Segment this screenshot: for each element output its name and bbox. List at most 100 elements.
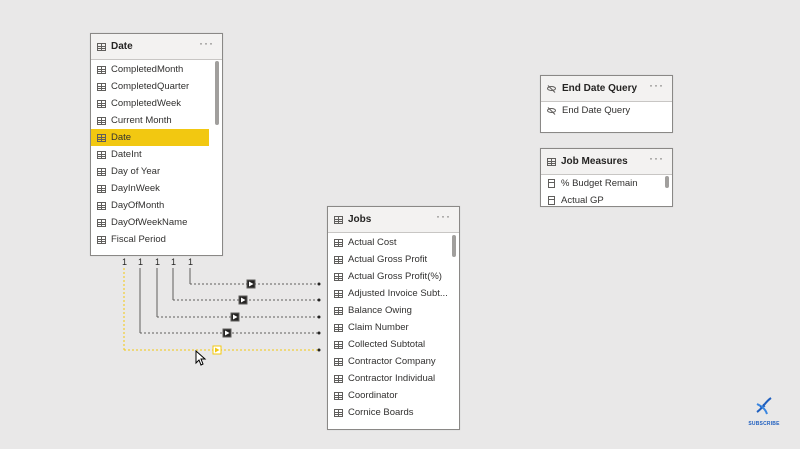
end-date-query-header[interactable]: End Date Query ···: [541, 76, 672, 102]
relationship-line-3[interactable]: 1: [155, 257, 321, 322]
field-dayinweek[interactable]: DayInWeek: [91, 180, 209, 197]
field-dayofweekname[interactable]: DayOfWeekName: [91, 214, 209, 231]
jobs-scrollbar[interactable]: [452, 235, 456, 257]
field-label: Actual Gross Profit: [348, 254, 428, 265]
relationship-line-4[interactable]: 1: [171, 257, 321, 305]
field-actual-cost[interactable]: Actual Cost: [328, 234, 446, 251]
field-cornice-boards[interactable]: Cornice Boards: [328, 404, 446, 421]
field-label: Contractor Company: [348, 356, 436, 367]
field-contractor-individual[interactable]: Contractor Individual: [328, 370, 446, 387]
date-table-header[interactable]: Date ···: [91, 34, 222, 60]
date-scrollbar[interactable]: [215, 61, 219, 125]
ellipsis-icon[interactable]: ···: [436, 209, 451, 223]
field-label: Actual GP: [561, 195, 604, 206]
job-measures-title: Job Measures: [561, 156, 628, 167]
table-column-icon: [97, 65, 106, 74]
field-label: DayOfWeekName: [111, 217, 188, 228]
eye-hidden-icon: [547, 85, 557, 93]
table-column-icon: [334, 238, 343, 247]
field-actual-gp[interactable]: Actual GP: [541, 192, 659, 206]
field-coordinator[interactable]: Coordinator: [328, 387, 446, 404]
field-completedquarter[interactable]: CompletedQuarter: [91, 78, 209, 95]
table-column-icon: [334, 340, 343, 349]
table-icon: [334, 215, 343, 224]
calculator-icon: [548, 179, 555, 188]
field-completedmonth[interactable]: CompletedMonth: [91, 61, 209, 78]
field-label: CompletedWeek: [111, 98, 182, 109]
many-end-dot: [317, 282, 321, 286]
end-date-query-card[interactable]: End Date Query ··· End Date Query: [540, 75, 673, 133]
field-label: CompletedMonth: [111, 64, 184, 75]
field-dayofmonth[interactable]: DayOfMonth: [91, 197, 209, 214]
field-balance-owing[interactable]: Balance Owing: [328, 302, 446, 319]
table-column-icon: [97, 167, 106, 176]
field-budget-remain[interactable]: % Budget Remain: [541, 175, 659, 192]
table-column-icon: [334, 306, 343, 315]
field-label: % Budget Remain: [561, 178, 638, 189]
channel-logo[interactable]: SUBSCRIBE: [744, 394, 784, 427]
relationship-line-5[interactable]: 1: [188, 257, 321, 289]
relationship-line-1[interactable]: 1: [122, 257, 321, 355]
many-end-dot: [317, 298, 321, 302]
ellipsis-icon[interactable]: ···: [199, 36, 214, 50]
field-dateint[interactable]: DateInt: [91, 146, 209, 163]
table-column-icon: [97, 150, 106, 159]
field-label: Collected Subtotal: [348, 339, 426, 350]
cardinality-label: 1: [188, 257, 193, 267]
filter-direction-arrow-icon: [230, 312, 240, 322]
field-label: Date: [111, 132, 132, 143]
cardinality-label: 1: [171, 257, 176, 267]
table-column-icon: [334, 289, 343, 298]
field-actual-gross-profit[interactable]: Actual Gross Profit(%): [328, 268, 446, 285]
field-actual-gross-profit[interactable]: Actual Gross Profit: [328, 251, 446, 268]
table-column-icon: [97, 201, 106, 210]
job-measures-header[interactable]: Job Measures ···: [541, 149, 672, 175]
table-column-icon: [334, 391, 343, 400]
ellipsis-icon[interactable]: ···: [649, 151, 664, 165]
field-day-of-year[interactable]: Day of Year: [91, 163, 209, 180]
table-column-icon: [334, 272, 343, 281]
job-measures-scrollbar[interactable]: [665, 176, 669, 188]
field-label: End Date Query: [562, 105, 631, 116]
field-label: Actual Cost: [348, 237, 397, 248]
table-column-icon: [334, 255, 343, 264]
field-label: Balance Owing: [348, 305, 412, 316]
end-date-query-title: End Date Query: [562, 83, 638, 94]
field-current-month[interactable]: Current Month: [91, 112, 209, 129]
table-icon: [547, 157, 556, 166]
table-column-icon: [334, 374, 343, 383]
table-column-icon: [97, 99, 106, 108]
cardinality-label: 1: [122, 257, 127, 267]
table-column-icon: [97, 116, 106, 125]
field-claim-number[interactable]: Claim Number: [328, 319, 446, 336]
field-contractor-company[interactable]: Contractor Company: [328, 353, 446, 370]
filter-direction-arrow-icon: [222, 328, 232, 338]
filter-direction-arrow-icon: [212, 345, 222, 355]
calculator-icon: [548, 196, 555, 205]
field-label: Adjusted Invoice Subt...: [348, 288, 448, 299]
relationship-line-2[interactable]: 1: [138, 257, 321, 338]
field-collected-subtotal[interactable]: Collected Subtotal: [328, 336, 446, 353]
cardinality-label: 1: [138, 257, 143, 267]
many-end-dot: [317, 348, 321, 352]
field-label: Current Month: [111, 115, 172, 126]
table-column-icon: [334, 323, 343, 332]
end-date-query-field-list[interactable]: End Date Query: [541, 102, 672, 128]
field-end-date-query[interactable]: End Date Query: [541, 102, 665, 119]
field-date[interactable]: Date: [91, 129, 209, 146]
ellipsis-icon[interactable]: ···: [649, 78, 664, 92]
table-column-icon: [334, 357, 343, 366]
field-completedweek[interactable]: CompletedWeek: [91, 95, 209, 112]
field-label: Fiscal Period: [111, 234, 166, 245]
logo-text: SUBSCRIBE: [748, 421, 780, 427]
field-fiscal-period[interactable]: Fiscal Period: [91, 231, 209, 248]
field-adjusted-invoice-subt[interactable]: Adjusted Invoice Subt...: [328, 285, 448, 302]
jobs-table-header[interactable]: Jobs ···: [328, 207, 459, 233]
